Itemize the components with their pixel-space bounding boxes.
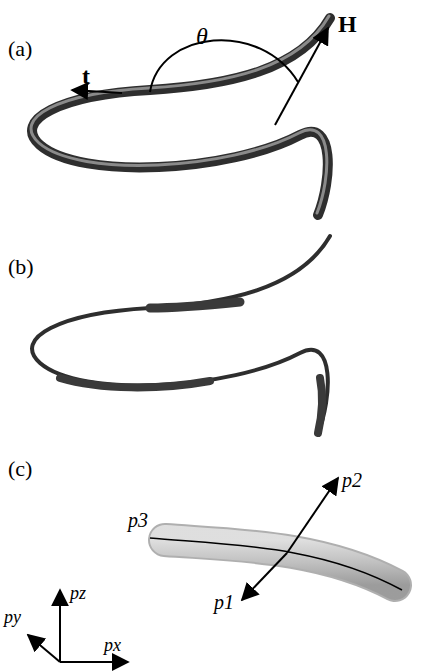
figure-label: t bbox=[82, 64, 90, 88]
figure-label: p1 bbox=[214, 592, 234, 612]
helix-tube bbox=[31, 16, 330, 215]
figure-label: p2 bbox=[342, 470, 362, 490]
figure-label: px bbox=[104, 636, 121, 654]
figure-label: (c) bbox=[8, 458, 32, 480]
figure-label: (b) bbox=[8, 256, 34, 278]
tangent-arrow bbox=[72, 90, 122, 93]
figure-label: py bbox=[4, 608, 21, 626]
helix-ribbon bbox=[32, 236, 330, 433]
axis-arrow bbox=[60, 661, 128, 663]
angle-arc bbox=[150, 40, 298, 92]
axis-arrow bbox=[242, 553, 287, 600]
axis-arrow bbox=[59, 590, 61, 662]
figure-label: p3 bbox=[128, 510, 148, 530]
figure-label: (a) bbox=[8, 38, 32, 60]
axis-arrow bbox=[28, 635, 60, 662]
field-arrow bbox=[275, 28, 328, 125]
axis-arrow bbox=[287, 478, 338, 553]
figure-label: pz bbox=[70, 584, 86, 602]
figure-label: θ bbox=[196, 24, 208, 48]
figure-label: H bbox=[338, 12, 357, 36]
